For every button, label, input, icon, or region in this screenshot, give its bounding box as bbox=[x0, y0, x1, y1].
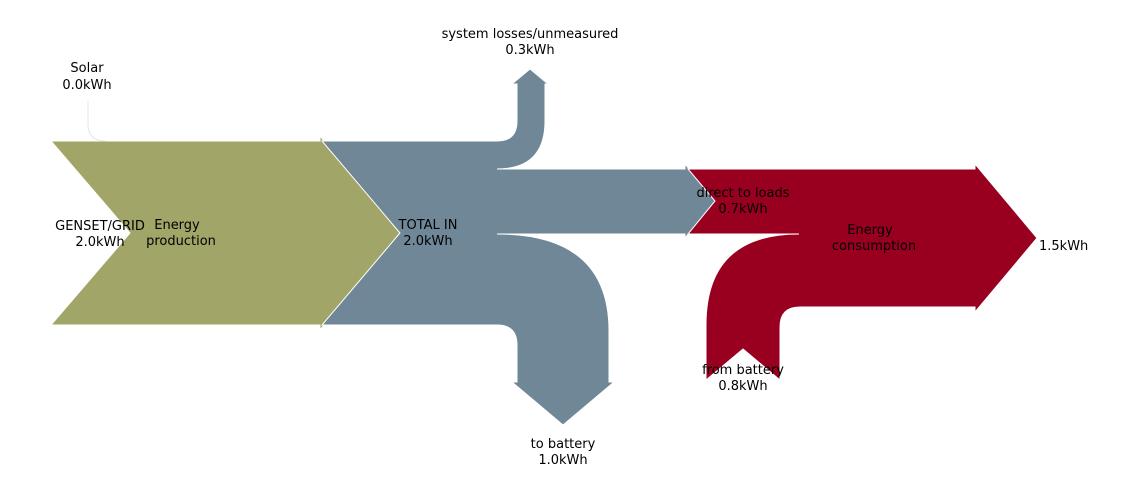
consumption-total-value: 1.5kWh bbox=[1039, 239, 1088, 254]
to-battery-value: 1.0kWh bbox=[538, 453, 587, 468]
energy-production-flow bbox=[49, 134, 401, 332]
consumption-title-line2: consumption bbox=[832, 239, 916, 254]
direct-to-loads-value: 0.7kWh bbox=[718, 202, 767, 217]
to-battery-label: to battery bbox=[531, 437, 596, 452]
production-title-line2: production bbox=[146, 234, 216, 249]
total-in-value: 2.0kWh bbox=[403, 234, 452, 249]
direct-to-loads-label: direct to loads bbox=[696, 186, 789, 201]
solar-label: Solar bbox=[70, 61, 104, 76]
energy-consumption-flow bbox=[686, 162, 1038, 382]
losses-label: system losses/unmeasured bbox=[442, 27, 619, 42]
total-in-flow bbox=[320, 68, 717, 426]
consumption-title-line1: Energy bbox=[847, 223, 893, 238]
genset-label: GENSET/GRID bbox=[55, 219, 145, 234]
solar-flow-stub bbox=[87, 101, 106, 142]
total-in-label: TOTAL IN bbox=[398, 218, 458, 233]
from-battery-value: 0.8kWh bbox=[718, 379, 767, 394]
genset-value: 2.0kWh bbox=[75, 235, 124, 250]
from-battery-label: from battery bbox=[702, 363, 784, 378]
losses-value: 0.3kWh bbox=[505, 43, 554, 58]
production-title-line1: Energy bbox=[154, 218, 200, 233]
solar-value: 0.0kWh bbox=[62, 78, 111, 93]
